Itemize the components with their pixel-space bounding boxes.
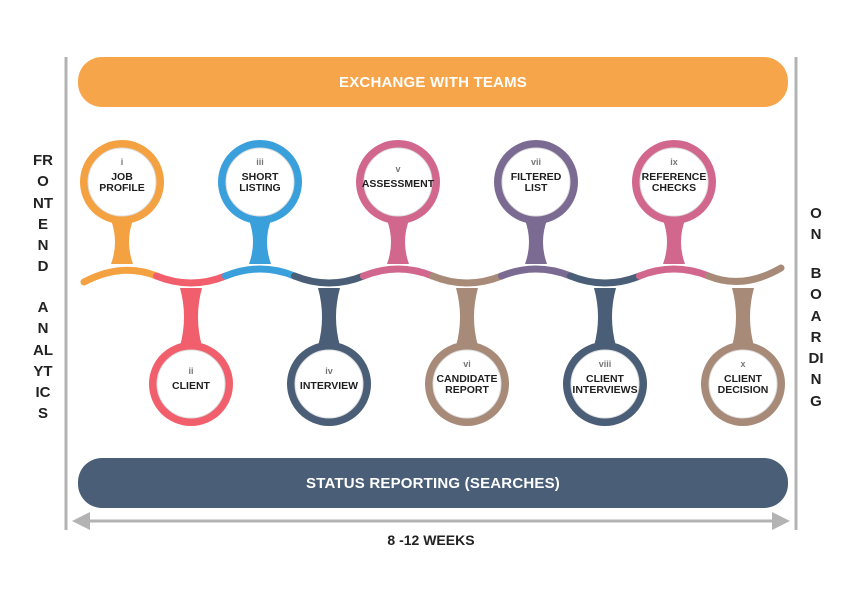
step-stem-6 (456, 288, 478, 346)
step-label-10-line-2: DECISION (718, 384, 769, 396)
step-disc-2 (156, 349, 226, 419)
on-vertical-label: ON (810, 205, 822, 244)
wave-segment-8 (567, 272, 643, 287)
step-stem-3 (249, 220, 271, 264)
step-disc-5 (363, 147, 433, 217)
step-numeral-4: iv (325, 366, 333, 376)
step-label-9-line-1: REFERENCE (642, 171, 707, 183)
wave-segment-6 (429, 272, 505, 287)
timeline-arrow-left-head (72, 512, 90, 530)
wave-segment-4 (291, 272, 367, 287)
step-label-6-line-2: REPORT (445, 384, 489, 396)
step-disc-10 (708, 349, 778, 419)
step-label-1-line-2: PROFILE (99, 182, 145, 194)
step-numeral-1: i (121, 157, 124, 167)
connector-wave (80, 264, 785, 287)
wave-segment-1 (80, 266, 160, 286)
status-reporting-bar: STATUS REPORTING (SEARCHES) (78, 458, 788, 508)
step-stem-5 (387, 220, 409, 264)
wave-segment-10 (705, 264, 785, 285)
step-label-1-line-1: JOB (111, 171, 133, 183)
step-label-3-line-2: LISTING (239, 182, 280, 194)
step-label-7-line-2: LIST (525, 182, 548, 194)
step-label-9-line-2: CHECKS (652, 182, 696, 194)
step-label-3-line-1: SHORT (242, 171, 279, 183)
step-disc-9 (639, 147, 709, 217)
step-stem-2 (180, 288, 202, 346)
step-stem-4 (318, 288, 340, 346)
wave-segment-9 (636, 265, 712, 280)
step-label-8-line-1: CLIENT (586, 373, 625, 385)
step-disc-8 (570, 349, 640, 419)
analytics-vertical-label: ANALYTICS (33, 299, 53, 423)
step-disc-6 (432, 349, 502, 419)
step-label-2-line-1: CLIENT (172, 380, 211, 392)
step-numeral-9: ix (670, 157, 678, 167)
status-reporting-label: STATUS REPORTING (SEARCHES) (305, 474, 561, 492)
step-numeral-6: vi (463, 359, 471, 369)
wave-segment-2 (153, 272, 229, 287)
step-stem-10 (732, 288, 754, 346)
step-disc-7 (501, 147, 571, 217)
wave-segment-3 (222, 265, 298, 280)
step-label-6-line-1: CANDIDATE (436, 373, 497, 385)
duration-label: 8 -12 WEEKS (387, 532, 475, 548)
exchange-with-teams-bar: EXCHANGE WITH TEAMS (78, 57, 788, 107)
wave-segment-5 (360, 265, 436, 280)
step-nodes: iJOBPROFILEiiCLIENTiiiSHORTLISTINGivINTE… (80, 140, 785, 426)
step-label-7-line-1: FILTERED (511, 171, 562, 183)
step-numeral-7: vii (531, 157, 541, 167)
step-disc-3 (225, 147, 295, 217)
wave-segment-7 (498, 265, 574, 280)
step-numeral-8: viii (599, 359, 612, 369)
timeline-arrow (72, 512, 790, 530)
step-disc-1 (87, 147, 157, 217)
step-label-5-line-1: ASSESSMENT (362, 178, 435, 190)
boarding-vertical-label: BOARDING (808, 265, 824, 410)
step-stem-7 (525, 220, 547, 264)
exchange-with-teams-label: EXCHANGE WITH TEAMS (339, 73, 527, 91)
step-stem-1 (111, 220, 133, 264)
timeline-arrow-right-head (772, 512, 790, 530)
step-stem-8 (594, 288, 616, 346)
step-numeral-5: v (395, 164, 400, 174)
step-label-8-line-2: INTERVIEWS (572, 384, 637, 396)
step-numeral-3: iii (256, 157, 264, 167)
step-disc-4 (294, 349, 364, 419)
frontend-vertical-label: FRONTEND (33, 152, 53, 276)
step-label-10-line-1: CLIENT (724, 373, 763, 385)
step-numeral-10: x (740, 359, 745, 369)
step-stem-9 (663, 220, 685, 264)
step-label-4-line-1: INTERVIEW (300, 380, 358, 392)
step-numeral-2: ii (188, 366, 193, 376)
